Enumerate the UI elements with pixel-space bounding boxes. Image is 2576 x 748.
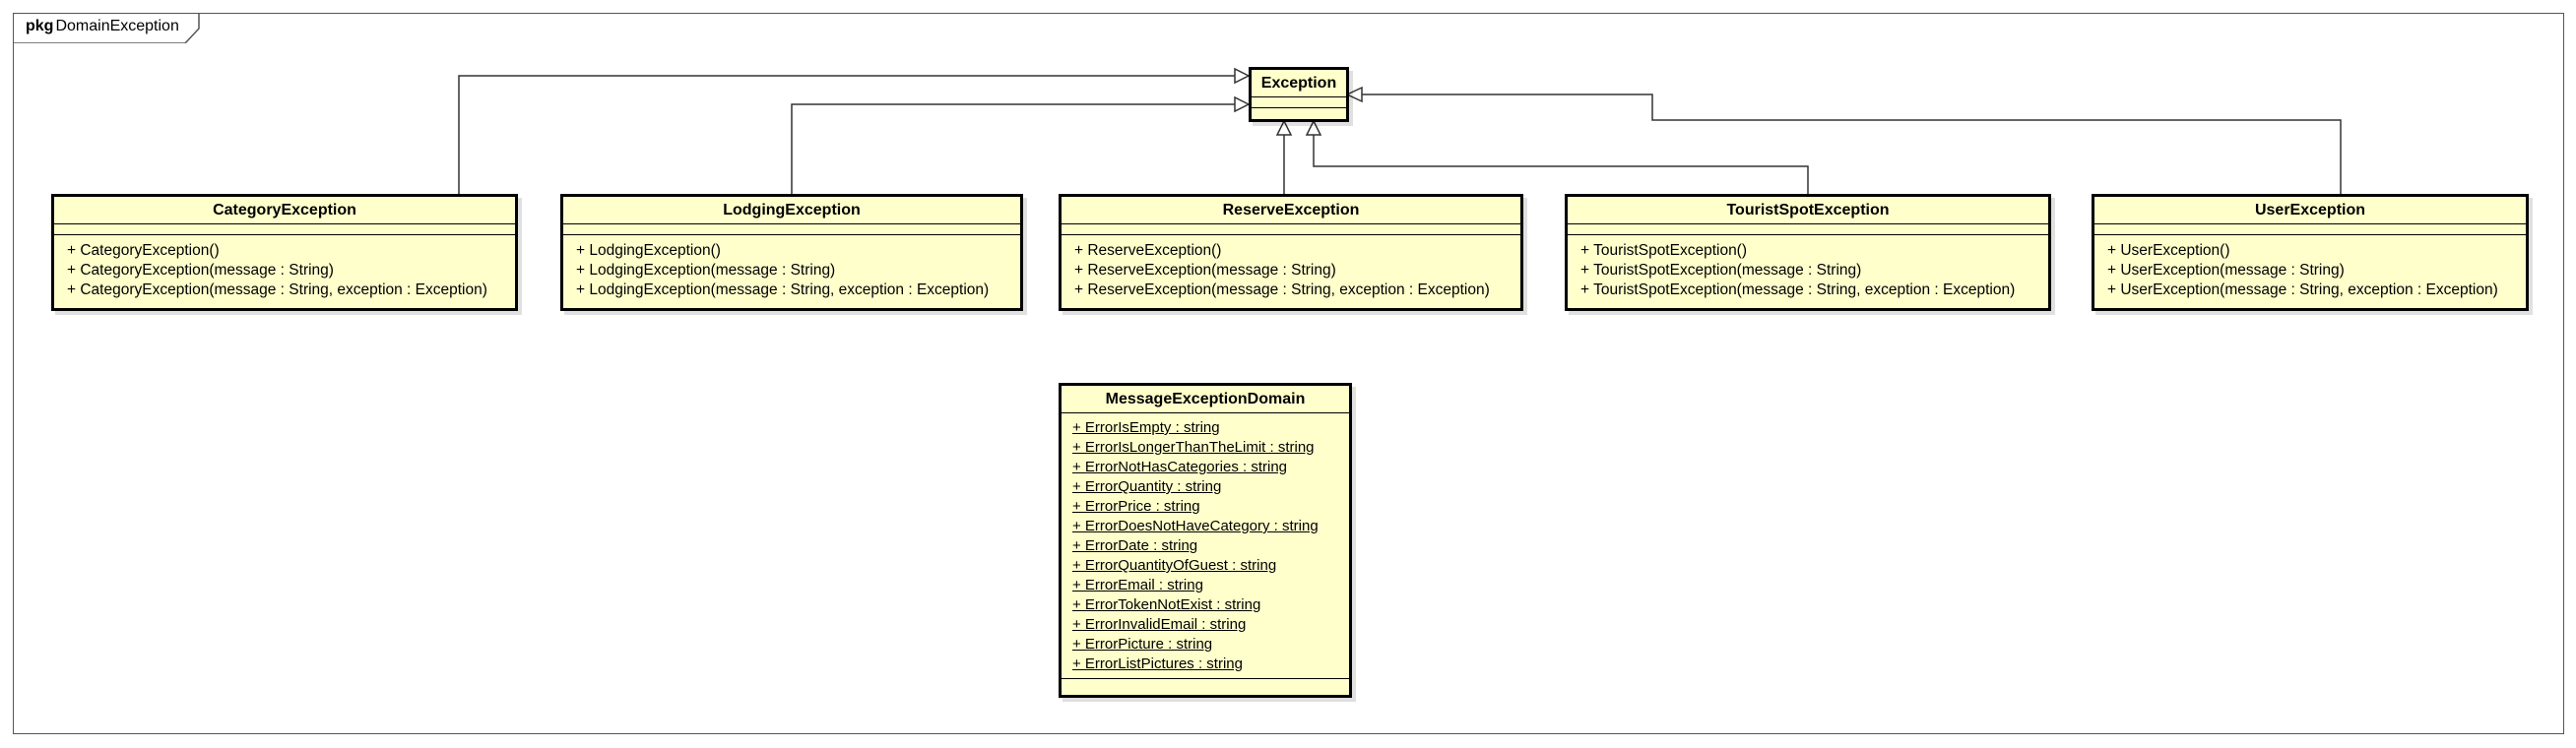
package-tab-shape (13, 13, 200, 43)
class-lodging-exception[interactable]: LodgingException + LodgingException() + … (560, 194, 1023, 311)
attributes-compartment (563, 223, 1020, 234)
class-category-exception[interactable]: CategoryException + CategoryException() … (51, 194, 518, 311)
class-touristspot-exception[interactable]: TouristSpotException + TouristSpotExcept… (1565, 194, 2051, 311)
operation: + CategoryException() (67, 242, 220, 259)
class-name: CategoryException (213, 202, 356, 218)
class-name: TouristSpotException (1726, 202, 1890, 218)
edge-touristspot-to-exception (1313, 135, 1809, 194)
class-user-exception[interactable]: UserException + UserException() + UserEx… (2092, 194, 2529, 311)
attribute: + ErrorPrice : string (1072, 498, 1200, 515)
attribute: + ErrorTokenNotExist : string (1072, 596, 1261, 613)
operation: + UserException() (2107, 242, 2230, 259)
operation: + LodgingException() (576, 242, 721, 259)
operation: + LodgingException(message : String) (576, 262, 836, 279)
package-frame (13, 13, 2564, 734)
edge-lodging-arrowhead (1234, 95, 1251, 113)
operation: + LodgingException(message : String, exc… (576, 281, 990, 298)
operation: + CategoryException(message : String) (67, 262, 334, 279)
package-name: DomainException (55, 18, 179, 34)
attribute: + ErrorDoesNotHaveCategory : string (1072, 518, 1319, 534)
class-name: MessageExceptionDomain (1105, 391, 1306, 407)
attribute: + ErrorInvalidEmail : string (1072, 616, 1247, 633)
class-message-exception-domain[interactable]: MessageExceptionDomain + ErrorIsEmpty : … (1059, 383, 1352, 698)
class-name: LodgingException (723, 202, 861, 218)
operation: + ReserveException(message : String) (1074, 262, 1336, 279)
attribute: + ErrorListPictures : string (1072, 655, 1243, 672)
operations-compartment: + ReserveException() + ReserveException(… (1062, 234, 1520, 308)
package-keyword: pkg (26, 18, 54, 34)
attribute: + ErrorNotHasCategories : string (1072, 459, 1287, 475)
edge-lodging-to-exception (791, 103, 1235, 194)
operation: + ReserveException(message : String, exc… (1074, 281, 1490, 298)
attribute: + ErrorDate : string (1072, 537, 1198, 554)
operations-compartment: + LodgingException() + LodgingException(… (563, 234, 1020, 308)
edge-user-to-exception (1362, 94, 2342, 194)
edge-category-arrowhead (1234, 67, 1251, 85)
class-name: ReserveException (1222, 202, 1360, 218)
operation: + TouristSpotException() (1580, 242, 1748, 259)
attribute: + ErrorIsEmpty : string (1072, 419, 1220, 436)
attribute: + ErrorQuantity : string (1072, 478, 1222, 495)
attributes-compartment (1062, 223, 1520, 234)
attributes-compartment (54, 223, 515, 234)
attributes-compartment (1568, 223, 2048, 234)
attributes-compartment (2094, 223, 2526, 234)
attributes-compartment (1252, 96, 1346, 107)
class-name: Exception (1260, 75, 1337, 92)
edge-touristspot-arrowhead (1305, 119, 1322, 136)
operations-compartment: + TouristSpotException() + TouristSpotEx… (1568, 234, 2048, 308)
attribute: + ErrorQuantityOfGuest : string (1072, 557, 1277, 574)
class-name: UserException (2254, 202, 2366, 218)
operation: + UserException(message : String, except… (2107, 281, 2498, 298)
attribute: + ErrorPicture : string (1072, 636, 1213, 653)
attribute: + ErrorIsLongerThanTheLimit : string (1072, 439, 1315, 456)
operations-compartment: + UserException() + UserException(messag… (2094, 234, 2526, 308)
edge-user-arrowhead (1345, 86, 1363, 103)
edge-reserve-arrowhead (1275, 119, 1293, 136)
operation: + UserException(message : String) (2107, 262, 2345, 279)
operation: + ReserveException() (1074, 242, 1222, 259)
class-reserve-exception[interactable]: ReserveException + ReserveException() + … (1059, 194, 1523, 311)
operation: + TouristSpotException(message : String,… (1580, 281, 2016, 298)
operations-compartment (1252, 107, 1346, 118)
operation: + TouristSpotException(message : String) (1580, 262, 1862, 279)
operations-compartment: + CategoryException() + CategoryExceptio… (54, 234, 515, 308)
edge-category-to-exception (458, 75, 1235, 194)
attributes-compartment: + ErrorIsEmpty : string + ErrorIsLongerT… (1062, 412, 1349, 678)
operation: + CategoryException(message : String, ex… (67, 281, 487, 298)
attribute: + ErrorEmail : string (1072, 577, 1203, 593)
operations-compartment (1062, 678, 1349, 689)
class-exception[interactable]: Exception (1249, 67, 1349, 122)
